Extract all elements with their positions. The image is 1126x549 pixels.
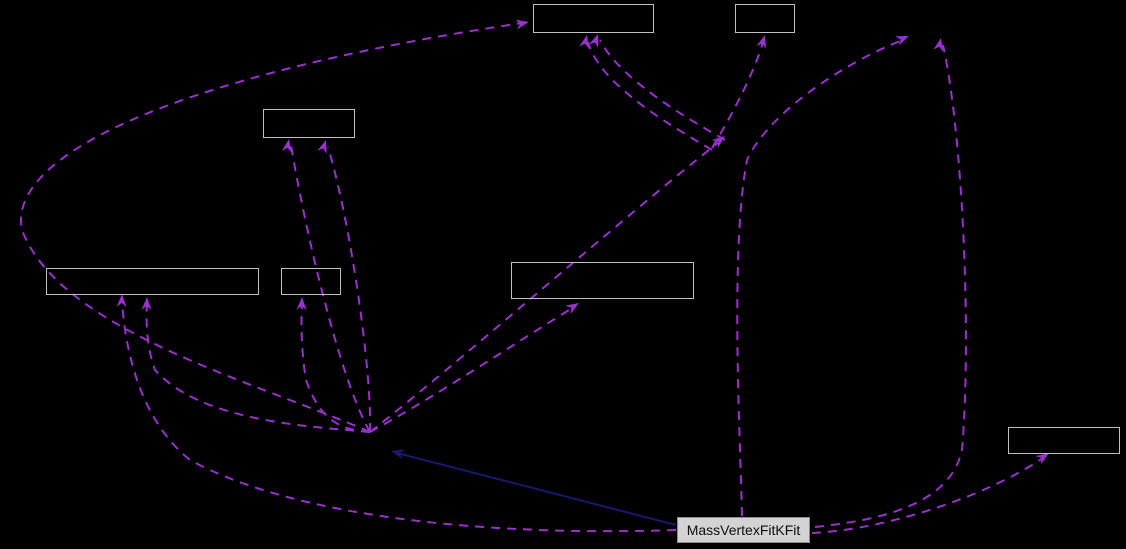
edge-hub-to-crossnode-arrowhead <box>711 136 725 148</box>
graph-node-n-right-lower[interactable] <box>1008 427 1120 454</box>
edge-cross-to-top-left-b <box>587 41 713 151</box>
edge-current-to-hub-long-arrowhead <box>116 294 127 308</box>
edge-hub-to-upper-mid-a-arrowhead <box>281 139 292 153</box>
edge-hub-to-top-left-arrowhead <box>515 19 529 30</box>
edge-hub-to-upper-mid-a <box>290 144 371 433</box>
edge-current-to-hidden-right-a-arrowhead <box>895 36 909 46</box>
edge-hub-to-center-wide-arrowhead <box>565 303 579 315</box>
edge-cross-to-top-left-a <box>599 39 726 141</box>
graph-node-label: MassVertexFitKFit <box>686 522 801 538</box>
graph-node-n-upper-mid[interactable] <box>263 109 355 138</box>
edge-cross-to-top-left-a-arrowhead <box>588 34 599 48</box>
graph-node-n-center-wide[interactable] <box>511 262 694 299</box>
edges-group <box>19 21 1044 534</box>
edge-cross-to-top-right <box>711 41 764 149</box>
graph-node-n-left-wide[interactable] <box>46 268 259 295</box>
edge-cross-to-top-right-arrowhead <box>756 35 766 49</box>
edge-current-to-hidden-right-a <box>736 39 904 517</box>
edge-hub-to-left-small-arrowhead <box>296 297 307 311</box>
edge-hub-to-center-wide <box>369 306 575 433</box>
edge-current-to-hub-long <box>121 299 677 533</box>
graph-node-n-top-left[interactable] <box>533 4 654 33</box>
graph-node-n-current[interactable]: MassVertexFitKFit <box>677 517 810 543</box>
edge-cross-to-top-left-b-arrowhead <box>579 35 589 49</box>
edge-current-to-hidden-right-b-arrowhead <box>933 38 944 52</box>
edge-hub-to-left-wide <box>145 302 371 433</box>
edge-hub-to-upper-mid-b-arrowhead <box>317 140 327 154</box>
edge-hub-to-left-small <box>300 302 371 433</box>
edge-hub-to-top-left <box>19 21 530 433</box>
edge-current-to-hub-inherit <box>396 452 677 526</box>
arrowheads-group <box>116 19 1049 465</box>
edge-current-to-right-lower-arrowhead <box>1035 453 1049 465</box>
edge-current-to-right-lower <box>811 457 1044 534</box>
edge-hub-to-left-wide-arrowhead <box>141 297 152 311</box>
graph-node-n-left-small[interactable] <box>281 268 341 295</box>
edge-current-to-hub-inherit-arrowhead <box>391 449 405 459</box>
edge-current-to-hidden-right-b <box>814 44 967 528</box>
graph-node-n-top-right[interactable] <box>735 4 795 33</box>
